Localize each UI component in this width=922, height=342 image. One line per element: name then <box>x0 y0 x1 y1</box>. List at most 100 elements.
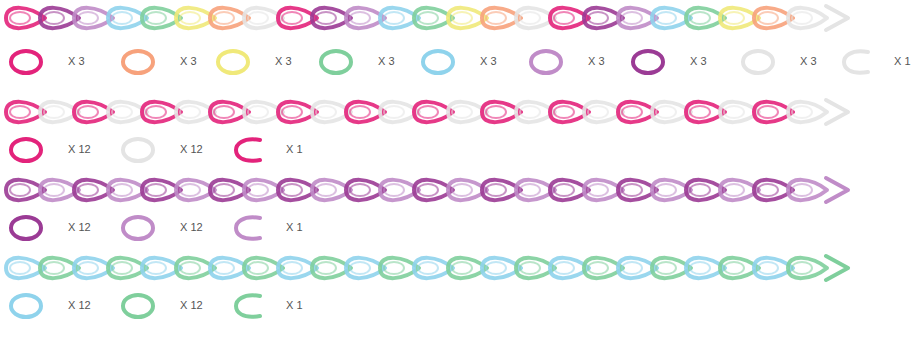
band-loop <box>384 262 404 274</box>
clip-c <box>236 139 260 160</box>
band-loop <box>316 12 336 24</box>
quantity-label: X 3 <box>690 56 707 67</box>
clip-swatch <box>232 213 272 243</box>
quantity-label: X 3 <box>275 56 292 67</box>
band-loop <box>112 262 132 274</box>
band-loop <box>724 262 744 274</box>
band-swatch <box>120 47 160 77</box>
clip-end <box>826 100 848 124</box>
band-loop <box>656 262 676 274</box>
band-loop <box>588 262 608 274</box>
band-loop <box>656 106 676 118</box>
band-loop <box>78 12 98 24</box>
band-ring <box>11 51 41 73</box>
band-loop <box>350 106 370 118</box>
band-link <box>788 8 827 28</box>
quantity-label: X 12 <box>68 222 91 233</box>
bracelet-chain <box>6 6 848 30</box>
band-loop <box>44 262 64 274</box>
band-loop <box>214 262 234 274</box>
band-loop <box>690 184 710 196</box>
band-loop <box>316 106 336 118</box>
band-swatch <box>630 47 670 77</box>
band-loop <box>520 12 540 24</box>
quantity-label: X 12 <box>180 144 203 155</box>
quantity-label: X 1 <box>286 300 303 311</box>
band-swatch <box>528 47 568 77</box>
quantity-label: X 3 <box>480 56 497 67</box>
clip-c <box>236 217 260 238</box>
band-ring <box>123 295 153 317</box>
band-loop <box>282 184 302 196</box>
band-swatch <box>215 47 255 77</box>
band-loop <box>248 106 268 118</box>
band-loop <box>44 106 64 118</box>
quantity-label: X 3 <box>588 56 605 67</box>
band-loop <box>622 184 642 196</box>
bracelet-chain <box>6 256 848 280</box>
band-loop <box>656 12 676 24</box>
band-loop <box>44 12 64 24</box>
band-loop <box>180 12 200 24</box>
band-loop <box>180 106 200 118</box>
band-loop <box>214 184 234 196</box>
band-ring <box>123 51 153 73</box>
band-swatch <box>8 135 48 165</box>
band-loop <box>384 12 404 24</box>
band-loop <box>180 184 200 196</box>
band-loop <box>622 106 642 118</box>
clip-swatch <box>840 47 880 77</box>
band-loop <box>384 106 404 118</box>
clip-swatch <box>232 135 272 165</box>
band-loop <box>146 12 166 24</box>
band-loop <box>690 12 710 24</box>
band-loop <box>350 262 370 274</box>
band-loop <box>588 184 608 196</box>
band-loop <box>282 262 302 274</box>
band-loop <box>10 184 30 196</box>
quantity-label: X 3 <box>378 56 395 67</box>
quantity-label: X 12 <box>180 300 203 311</box>
band-link <box>788 102 827 122</box>
band-loop <box>554 106 574 118</box>
quantity-label: X 3 <box>68 56 85 67</box>
band-ring <box>743 51 773 73</box>
quantity-label: X 12 <box>68 144 91 155</box>
band-ring <box>321 51 351 73</box>
band-loop <box>10 262 30 274</box>
band-swatch <box>8 291 48 321</box>
bracelet-chain <box>6 100 848 124</box>
quantity-label: X 1 <box>894 56 911 67</box>
band-ring <box>11 139 41 161</box>
band-ring <box>531 51 561 73</box>
band-loop <box>452 12 472 24</box>
band-loop <box>690 106 710 118</box>
band-loop <box>282 106 302 118</box>
band-ring <box>423 51 453 73</box>
band-swatch <box>318 47 358 77</box>
band-loop <box>418 262 438 274</box>
band-loop <box>282 12 302 24</box>
band-loop <box>146 106 166 118</box>
band-loop <box>520 184 540 196</box>
band-swatch <box>420 47 460 77</box>
band-loop <box>452 262 472 274</box>
band-loop <box>724 106 744 118</box>
band-loop <box>418 12 438 24</box>
band-loop <box>350 12 370 24</box>
band-loop <box>792 262 812 274</box>
band-loop <box>180 262 200 274</box>
band-loop <box>78 184 98 196</box>
quantity-label: X 12 <box>68 300 91 311</box>
band-loop <box>554 262 574 274</box>
band-loop <box>520 262 540 274</box>
band-loop <box>248 12 268 24</box>
band-loop <box>10 106 30 118</box>
band-loop <box>112 106 132 118</box>
band-link <box>788 180 827 200</box>
quantity-label: X 3 <box>180 56 197 67</box>
band-link <box>788 258 827 278</box>
band-loop <box>588 106 608 118</box>
band-ring <box>633 51 663 73</box>
